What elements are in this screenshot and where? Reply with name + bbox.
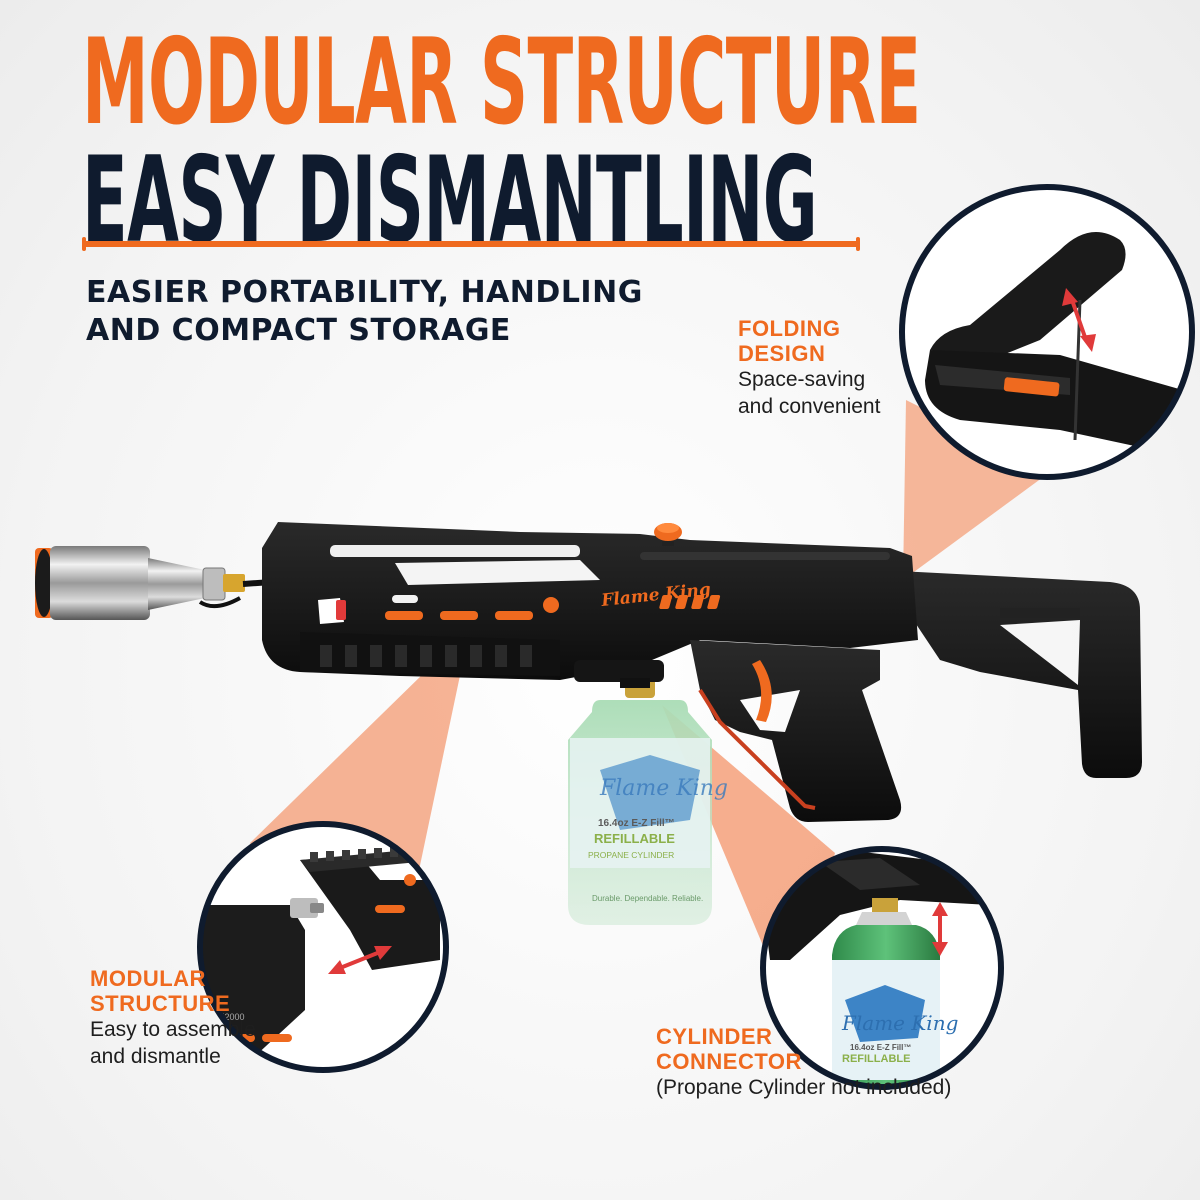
model-label: FK2000	[213, 1012, 245, 1022]
cylinder-sub: PROPANE CYLINDER	[588, 850, 674, 860]
callout-cylinder-connector: CYLINDER CONNECTOR (Propane Cylinder not…	[656, 1024, 1056, 1101]
fold-arrow	[1062, 288, 1096, 352]
callout-modular-desc-2: and dismantle	[90, 1045, 221, 1068]
callout-folding-title-2: DESIGN	[738, 341, 826, 366]
magnifier-cylinder: Flame King 16.4oz E-Z Fill™ REFILLABLE	[760, 846, 1004, 1090]
callout-modular-desc-1: Easy to assemble	[90, 1018, 256, 1041]
pistol-grip	[690, 640, 902, 822]
mini-cylinder-size: 16.4oz E-Z Fill™	[850, 1043, 911, 1052]
callout-modular-title-2: STRUCTURE	[90, 991, 231, 1016]
mini-cylinder-brand: Flame King	[841, 1011, 958, 1035]
callout-modular-structure: MODULAR STRUCTURE Easy to assemble and d…	[90, 966, 310, 1070]
magnifier-folding	[899, 184, 1195, 480]
callout-folding-design: FOLDING DESIGN Space-saving and convenie…	[738, 316, 938, 420]
cylinder-type: REFILLABLE	[594, 831, 675, 846]
modular-arrow	[328, 946, 392, 974]
cylinder-tagline: Durable. Dependable. Reliable.	[592, 894, 703, 903]
callout-cylinder-title-2: CONNECTOR	[656, 1049, 802, 1074]
adjustment-knob	[654, 523, 682, 546]
mini-cylinder-type: REFILLABLE	[842, 1053, 910, 1065]
callout-folding-desc-1: Space-saving	[738, 368, 866, 391]
callout-modular-title-1: MODULAR	[90, 966, 206, 991]
propane-cylinder: Flame King 16.4oz E-Z Fill™ REFILLABLE P…	[568, 676, 728, 925]
callout-folding-desc-2: and convenient	[738, 395, 881, 418]
cylinder-brand: Flame King	[599, 776, 728, 801]
cylinder-size: 16.4oz E-Z Fill™	[598, 818, 675, 829]
subheadline: EASIER PORTABILITY, HANDLING AND COMPACT…	[86, 274, 643, 350]
callout-folding-title-1: FOLDING	[738, 316, 841, 341]
headline-modular-structure: MODULAR STRUCTURE	[82, 14, 921, 152]
subhead-line-2: AND COMPACT STORAGE	[86, 313, 511, 348]
connector-arrow	[932, 902, 948, 956]
callout-cylinder-title-1: CYLINDER	[656, 1024, 773, 1049]
subhead-line-1: EASIER PORTABILITY, HANDLING	[86, 275, 643, 310]
torch-gun: Flame King	[35, 522, 1142, 822]
burner-head	[35, 546, 273, 620]
orange-accents	[385, 595, 721, 620]
orange-divider	[82, 237, 860, 251]
cone-folding	[903, 400, 1050, 580]
callout-cylinder-desc: (Propane Cylinder not included)	[656, 1076, 952, 1099]
folding-stock	[880, 570, 1142, 778]
